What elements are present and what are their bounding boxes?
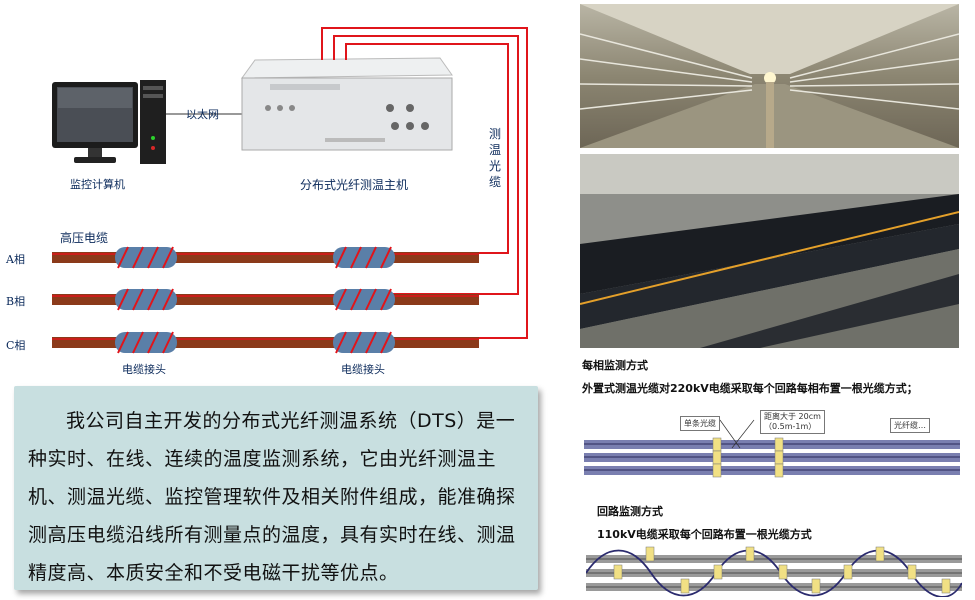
tunnel-photo (580, 4, 959, 148)
cable-photo (580, 154, 959, 348)
joint-label-left: 电缆接头 (122, 363, 166, 376)
per-phase-subtitle: 外置式测温光缆对220kV电缆采取每个回路每相布置一根光缆方式； (582, 382, 918, 395)
description-text: 我公司自主开发的分布式光纤测温系统（DTS）是一种实时、在线、连续的温度监测系统… (28, 410, 516, 584)
description-box: 我公司自主开发的分布式光纤测温系统（DTS）是一种实时、在线、连续的温度监测系统… (14, 386, 538, 590)
ann-distance: 距离大于 20cm（0.5m-1m） (760, 410, 825, 434)
computer-icon (52, 80, 166, 164)
loop-diagram (586, 546, 962, 597)
dts-host-device (241, 57, 453, 151)
host-label: 分布式光纤测温主机 (300, 178, 409, 192)
phase-c-label: C相 (6, 339, 26, 352)
fiber-wraps (117, 246, 392, 354)
computer-label: 监控计算机 (70, 178, 125, 191)
loop-title: 回路监测方式 (597, 505, 663, 518)
per-phase-diagram (584, 419, 960, 478)
joint-label-right: 电缆接头 (341, 363, 385, 376)
ann-single-fiber: 单条光缆 (680, 416, 720, 431)
phase-b-label: B相 (6, 295, 26, 308)
loop-subtitle: 110kV电缆采取每个回路布置一根光缆方式 (597, 528, 812, 541)
phase-a-label: A相 (6, 253, 25, 266)
ann-fiber: 光纤缆… (890, 418, 930, 433)
cable-label: 高压电缆 (60, 231, 109, 245)
fiber-label: 测温光缆 (489, 127, 502, 189)
dts-system-diagram (52, 27, 528, 354)
cable-joints (115, 247, 395, 353)
per-phase-title: 每相监测方式 (582, 359, 648, 372)
ethernet-label: 以太网 (186, 108, 219, 121)
